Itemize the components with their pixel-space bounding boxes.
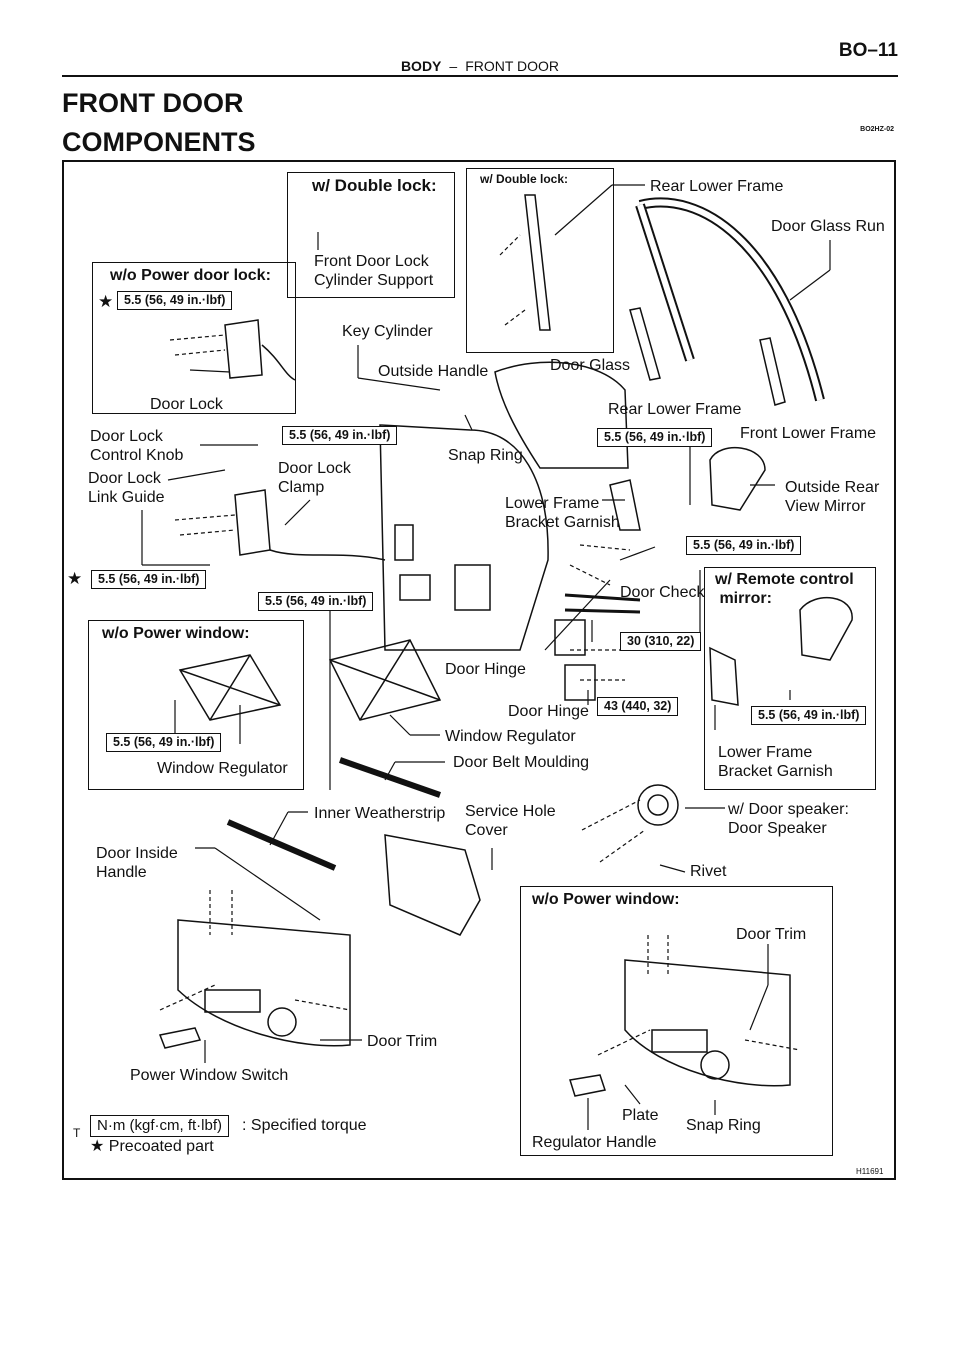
door-lock-shape: [234, 489, 271, 556]
label-door-glass: Door Glass: [550, 357, 631, 374]
inner-weatherstrip-shape: [226, 819, 337, 871]
torque-outside-handle: 5.5 (56, 49 in.·lbf): [282, 426, 398, 445]
label-door-hinge-lower: Door Hinge: [508, 703, 589, 720]
box-no-power-window-trim: [520, 886, 833, 1156]
box-double-lock-support: [287, 172, 455, 298]
regulator-handle-shape: [569, 1074, 606, 1097]
torque-remote-mirror: 5.5 (56, 49 in.·lbf): [751, 706, 867, 725]
label-front-door-lock-cylinder-support: Front Door Lock Cylinder Support: [314, 253, 434, 289]
torque-regulator-box: 5.5 (56, 49 in.·lbf): [106, 733, 222, 752]
header-section: BODY: [400, 58, 442, 74]
legend-precoated: ★ Precoated part: [90, 1138, 214, 1155]
precoat-star-door-lock: ★: [67, 569, 83, 588]
label-door-glass-run: Door Glass Run: [771, 218, 885, 235]
label-outside-handle: Outside Handle: [378, 363, 489, 380]
label-door-check: Door Check: [620, 584, 705, 601]
box-remote-mirror-title: w/ Remote control mirror:: [715, 571, 854, 607]
label-rear-lower-frame-mid: Rear Lower Frame: [608, 401, 742, 418]
figure-code: H11691: [856, 1167, 884, 1176]
running-header: BODY–FRONT DOOR: [0, 58, 960, 74]
label-door-lock-box: Door Lock: [150, 396, 223, 413]
front-lower-frame-shape: [629, 307, 661, 381]
remote-mirror-shape: [799, 596, 853, 661]
label-snap-ring-box: Snap Ring: [686, 1117, 761, 1134]
header-rule: [62, 75, 898, 77]
torque-inner-panel: 5.5 (56, 49 in.·lbf): [258, 592, 374, 611]
page-number: BO–11: [838, 40, 898, 61]
precoat-star-door-lock-box: ★: [98, 292, 114, 311]
label-front-lower-frame: Front Lower Frame: [740, 425, 877, 442]
label-rivet: Rivet: [690, 863, 727, 880]
label-window-regulator: Window Regulator: [445, 728, 576, 745]
label-door-hinge-upper: Door Hinge: [445, 661, 526, 678]
legend-torque-unit: N·m (kgf·cm, ft·lbf): [90, 1115, 229, 1137]
components-figure-frame: [62, 160, 896, 1180]
box-no-power-window-trim-title: w/o Power window:: [532, 891, 680, 908]
door-panel-hole-1: [394, 524, 414, 561]
reference-code: BO2HZ-02: [860, 126, 894, 133]
door-speaker-shape: [637, 784, 679, 826]
rear-lower-frame-top-shape: [524, 194, 551, 331]
door-belt-moulding-shape: [339, 757, 441, 798]
label-door-lock-link-guide: Door Lock Link Guide: [88, 470, 165, 506]
label-power-window-switch: Power Window Switch: [130, 1067, 289, 1084]
legend-torque-prefix: T: [73, 1126, 81, 1140]
box-double-lock-support-title: w/ Double lock:: [312, 176, 437, 195]
service-hole-cover-shape: [384, 834, 481, 936]
door-check-shape: [564, 593, 641, 614]
label-service-hole-cover: Service Hole Cover: [465, 803, 556, 839]
box-no-power-door-lock: [92, 262, 296, 414]
door-trim-box-shape: [624, 959, 791, 1087]
door-glass-shape: [494, 361, 629, 469]
label-outside-rear-view-mirror: Outside Rear View Mirror: [785, 479, 880, 515]
box-no-power-door-lock-title: w/o Power door lock:: [110, 267, 271, 284]
door-hinge-upper-shape: [554, 619, 586, 656]
label-inner-weatherstrip: Inner Weatherstrip: [314, 805, 446, 822]
torque-door-lock: 5.5 (56, 49 in.·lbf): [91, 570, 207, 589]
box-double-lock-frame: [466, 168, 614, 353]
door-panel-shape: [379, 424, 549, 651]
header-separator: –: [449, 58, 458, 74]
box-no-power-window-regulator-title: w/o Power window:: [102, 625, 250, 642]
box-double-lock-frame-title: w/ Double lock:: [480, 172, 569, 186]
legend-torque-text: : Specified torque: [242, 1117, 367, 1134]
label-door-inside-handle: Door Inside Handle: [96, 845, 178, 881]
torque-door-lock-box: 5.5 (56, 49 in.·lbf): [117, 291, 233, 310]
torque-hinge-upper: 30 (310, 22): [620, 632, 702, 651]
torque-glass: 5.5 (56, 49 in.·lbf): [597, 428, 713, 447]
label-door-lock-control-knob: Door Lock Control Knob: [90, 428, 184, 464]
label-regulator-handle: Regulator Handle: [532, 1134, 657, 1151]
page-subtitle: COMPONENTS: [62, 127, 256, 157]
power-window-switch-shape: [158, 1027, 202, 1049]
label-door-speaker: w/ Door speaker: Door Speaker: [728, 801, 849, 837]
box-no-power-window-regulator: [88, 620, 304, 790]
label-door-trim-box: Door Trim: [736, 926, 807, 943]
remote-garnish-shape: [709, 646, 739, 706]
door-panel-hole-2: [399, 574, 431, 601]
box-remote-mirror: [704, 567, 876, 790]
torque-mirror: 5.5 (56, 49 in.·lbf): [686, 536, 802, 555]
label-window-regulator-box: Window Regulator: [157, 760, 288, 777]
door-panel-hole-3: [454, 564, 491, 611]
label-lower-frame-bracket-garnish: Lower Frame Bracket Garnish: [505, 495, 620, 531]
label-key-cylinder: Key Cylinder: [342, 323, 433, 340]
label-lower-frame-bracket-garnish-box: Lower Frame Bracket Garnish: [718, 744, 833, 780]
label-rear-lower-frame-top: Rear Lower Frame: [650, 178, 784, 195]
header-subsection: FRONT DOOR: [465, 58, 560, 74]
label-door-belt-moulding: Door Belt Moulding: [453, 754, 590, 771]
torque-hinge-lower: 43 (440, 32): [597, 697, 679, 716]
door-lock-box-shape: [224, 319, 263, 379]
door-hinge-lower-shape: [564, 664, 596, 701]
page-title: FRONT DOOR: [62, 88, 244, 118]
lower-frame-bracket-garnish-shape: [609, 479, 641, 531]
door-trim-main-shape: [177, 919, 351, 1047]
label-plate: Plate: [622, 1107, 659, 1124]
rear-lower-frame-mid-shape: [759, 337, 786, 406]
label-snap-ring-upper: Snap Ring: [448, 447, 523, 464]
outside-mirror-shape: [709, 446, 766, 511]
label-door-trim-main: Door Trim: [367, 1033, 438, 1050]
label-door-lock-clamp: Door Lock Clamp: [278, 460, 351, 496]
